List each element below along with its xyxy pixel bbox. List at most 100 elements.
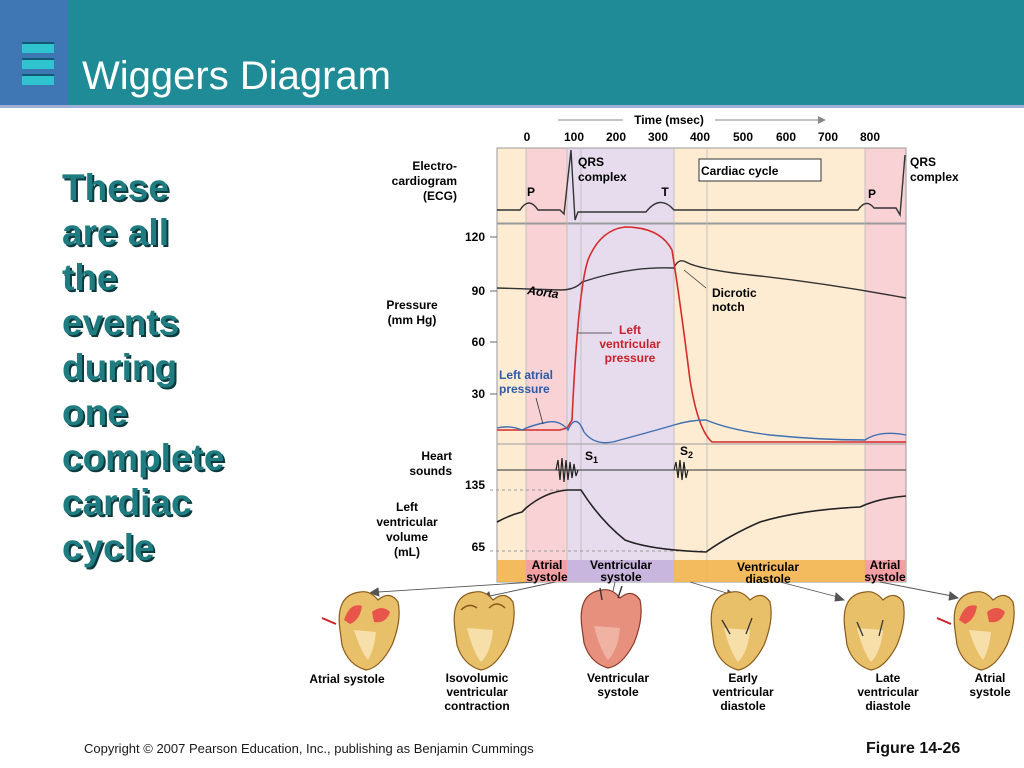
band-atrial-systole [526, 148, 567, 582]
svg-text:diastole: diastole [720, 699, 766, 713]
qrs-label: QRS complex [578, 155, 627, 184]
heart-late-ventricular-diastole-icon [843, 591, 905, 671]
svg-text:cardiogram: cardiogram [392, 174, 457, 188]
svg-text:Atrial: Atrial [975, 671, 1006, 685]
time-tick: 600 [776, 130, 796, 144]
title-bar [0, 0, 1024, 105]
heart-caption-atrial-systole: Atrial systole [309, 672, 385, 686]
time-tick: 300 [648, 130, 668, 144]
svg-text:(ECG): (ECG) [423, 189, 457, 203]
la-pressure-trace [496, 419, 907, 444]
svg-text:Left: Left [619, 323, 641, 337]
s1-waveform [555, 457, 579, 483]
lv-pressure-label: Left ventricular pressure [599, 323, 661, 365]
svg-text:120: 120 [465, 230, 485, 244]
svg-text:ventricular: ventricular [376, 515, 438, 529]
t-wave-label: T [661, 185, 669, 199]
heart-caption-isovolumic: Isovolumic ventricular contraction [444, 671, 509, 713]
phase-label-ventricular-diastole: Ventricular diastole [737, 560, 799, 586]
phase-atrial-systole-bg [526, 560, 567, 582]
svg-text:systole: systole [969, 685, 1011, 699]
heart-atrial-systole-icon [321, 591, 400, 671]
svg-text:diastole: diastole [865, 699, 911, 713]
heart-ventricular-systole-icon [580, 585, 642, 669]
heart-early-ventricular-diastole-icon [710, 591, 772, 671]
heart-isovolumic-contraction-icon [453, 591, 515, 671]
ecg-label: Electro- cardiogram (ECG) [392, 159, 457, 203]
s2-waveform [673, 459, 689, 481]
ecg-trace [497, 149, 906, 221]
band-diastole-early [497, 148, 526, 582]
svg-text:90: 90 [472, 284, 486, 298]
ecg-panel [496, 147, 907, 224]
band-ventricular-diastole [674, 148, 865, 582]
svg-text:Dicrotic: Dicrotic [712, 286, 757, 300]
time-axis-label: Time (msec) [634, 113, 704, 127]
figure-number: Figure 14-26 [866, 740, 961, 757]
svg-text:30: 30 [472, 387, 486, 401]
svg-text:systole: systole [600, 570, 642, 584]
svg-text:systole: systole [526, 570, 568, 584]
svg-text:Ventricular: Ventricular [587, 671, 649, 685]
svg-text:QRS: QRS [578, 155, 604, 169]
time-tick: 800 [860, 130, 880, 144]
svg-text:contraction: contraction [444, 699, 509, 713]
svg-text:pressure: pressure [605, 351, 656, 365]
lv-volume-trace [496, 489, 907, 553]
svg-text:pressure: pressure [499, 382, 550, 396]
time-ticks: 0 100 200 300 400 500 600 700 800 [524, 130, 881, 144]
svg-text:ventricular: ventricular [446, 685, 508, 699]
heart-caption-ventricular-systole: Ventricular systole [587, 671, 649, 699]
svg-text:ventricular: ventricular [712, 685, 774, 699]
svg-text:60: 60 [472, 335, 486, 349]
time-arrow-head-icon [818, 116, 826, 124]
svg-text:complex: complex [910, 170, 959, 184]
time-tick: 200 [606, 130, 626, 144]
heart-atrial-systole-2-icon [936, 591, 1015, 671]
p-wave-label-2: P [868, 187, 876, 201]
time-tick: 400 [690, 130, 710, 144]
slide-title: Wiggers Diagram [82, 54, 391, 98]
svg-text:ventricular: ventricular [599, 337, 661, 351]
qrs-right-label: QRS complex [910, 155, 959, 184]
svg-text:systole: systole [864, 570, 906, 584]
la-pressure-label: Left atrial pressure [499, 368, 553, 396]
svg-text:Early: Early [728, 671, 758, 685]
s1-label: S1 [585, 449, 598, 465]
s2-label: S2 [680, 444, 693, 460]
dicrotic-leader [683, 269, 707, 289]
svg-text:Pressure: Pressure [386, 298, 438, 312]
pressure-label: Pressure (mm Hg) [386, 298, 438, 327]
svg-text:Late: Late [876, 671, 901, 685]
la-pressure-leader [535, 397, 544, 425]
svg-text:sounds: sounds [409, 464, 452, 478]
volume-ticks: 135 65 [465, 478, 485, 554]
dicrotic-notch-label: Dicrotic notch [712, 286, 757, 314]
heart-caption-early-diastole: Early ventricular diastole [712, 671, 774, 713]
volume-label: Left ventricular volume (mL) [376, 500, 438, 559]
p-wave-label: P [527, 185, 535, 199]
time-tick: 100 [564, 130, 584, 144]
pressure-ticks: 120 90 60 30 [465, 230, 497, 401]
phase-label-atrial-systole-2: Atrial systole [864, 558, 906, 584]
band-ventricular-systole [567, 148, 674, 582]
svg-text:Atrial: Atrial [870, 558, 901, 572]
heart-caption-late-diastole: Late ventricular diastole [857, 671, 919, 713]
phase-ventricular-systole-bg [567, 560, 674, 582]
cardiac-cycle-box [698, 158, 822, 182]
band-atrial-systole-2 [865, 148, 906, 582]
svg-text:volume: volume [386, 530, 428, 544]
time-tick: 0 [524, 130, 531, 144]
aorta-pressure-trace [496, 260, 907, 299]
svg-text:complex: complex [578, 170, 627, 184]
svg-text:(mm Hg): (mm Hg) [388, 313, 437, 327]
time-tick: 500 [733, 130, 753, 144]
title-bar-rule [0, 105, 1024, 108]
svg-text:notch: notch [712, 300, 745, 314]
svg-text:ventricular: ventricular [857, 685, 919, 699]
copyright-text: Copyright © 2007 Pearson Education, Inc.… [84, 741, 534, 756]
svg-text:135: 135 [465, 478, 485, 492]
svg-text:systole: systole [597, 685, 639, 699]
svg-text:Electro-: Electro- [412, 159, 457, 173]
